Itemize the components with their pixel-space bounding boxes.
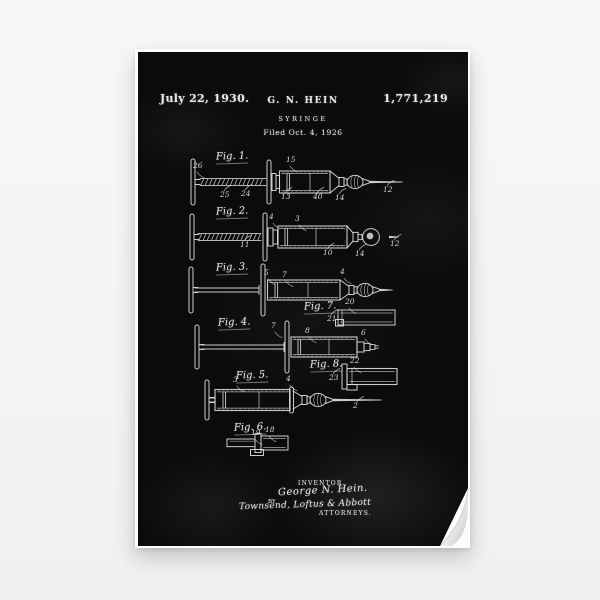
figure-label-fig7: Fig. 7. <box>303 300 337 315</box>
ref-numeral-fig8-22: 22 <box>350 356 360 365</box>
ref-numeral-fig2-14: 14 <box>355 249 365 258</box>
figure-label-fig2: Fig. 2. <box>215 205 249 220</box>
filed-date-line: Filed Oct. 4, 1926 <box>263 128 343 137</box>
ref-numeral-fig3-4: 4 <box>340 267 345 276</box>
ref-numeral-fig1-26: 26 <box>193 161 203 170</box>
patent-poster: July 22, 1930. G. N. HEIN 1,771,219 SYRI… <box>138 52 468 546</box>
inventor-name-header: G. N. HEIN <box>267 96 339 106</box>
ref-numeral-fig5-4: 4 <box>286 374 291 383</box>
figure-label-fig4: Fig. 4. <box>217 316 251 331</box>
patent-title: SYRINGE <box>278 115 328 123</box>
figure-label-fig5: Fig. 5. <box>235 369 269 384</box>
ref-numeral-fig6-19: 19 <box>251 428 261 437</box>
ref-numeral-fig1-24: 24 <box>241 189 251 198</box>
ref-numeral-fig5-3: 3 <box>233 375 238 384</box>
by-label: BY <box>268 499 276 505</box>
ref-numeral-fig1-14: 14 <box>335 193 345 202</box>
patent-number: 1,771,219 <box>383 92 448 105</box>
ref-numeral-fig3-7: 7 <box>282 270 287 279</box>
ref-numeral-fig7-20: 20 <box>345 297 355 306</box>
page-curl <box>439 487 469 547</box>
figure-label-fig1: Fig. 1. <box>215 150 249 165</box>
figure-label-fig8: Fig. 8. <box>309 358 343 373</box>
ref-numeral-fig1-12: 12 <box>383 185 393 194</box>
ref-numeral-fig5-2: 2 <box>353 401 358 410</box>
ref-numeral-fig1-25: 25 <box>220 190 230 199</box>
ref-numeral-fig2-3: 3 <box>295 214 300 223</box>
ref-numeral-fig3-5: 5 <box>264 268 269 277</box>
ref-numeral-fig1-15: 15 <box>286 155 296 164</box>
ref-numeral-fig2-10: 10 <box>323 248 333 257</box>
ref-numeral-fig4-8: 8 <box>305 326 310 335</box>
ref-numeral-fig4-7: 7 <box>271 321 276 330</box>
figure-label-fig3: Fig. 3. <box>215 261 249 276</box>
ref-numeral-fig7-21: 21 <box>327 314 337 323</box>
patent-figures-drawing <box>188 158 404 456</box>
inventor-caption: INVENTOR. <box>298 480 346 487</box>
ref-numeral-fig2-12: 12 <box>390 239 400 248</box>
ref-numeral-fig1-40: 40 <box>313 192 323 201</box>
attorneys-caption: ATTORNEYS. <box>319 510 372 517</box>
patent-date: July 22, 1930. <box>160 92 250 105</box>
ref-numeral-fig8-23: 23 <box>329 373 339 382</box>
ref-numeral-fig6-18: 18 <box>265 425 275 434</box>
ref-numeral-fig4-6: 6 <box>361 328 366 337</box>
ref-numeral-fig2-11: 11 <box>240 240 250 249</box>
ref-numeral-fig2-4: 4 <box>269 212 274 221</box>
ref-numeral-fig1-13: 13 <box>281 192 291 201</box>
